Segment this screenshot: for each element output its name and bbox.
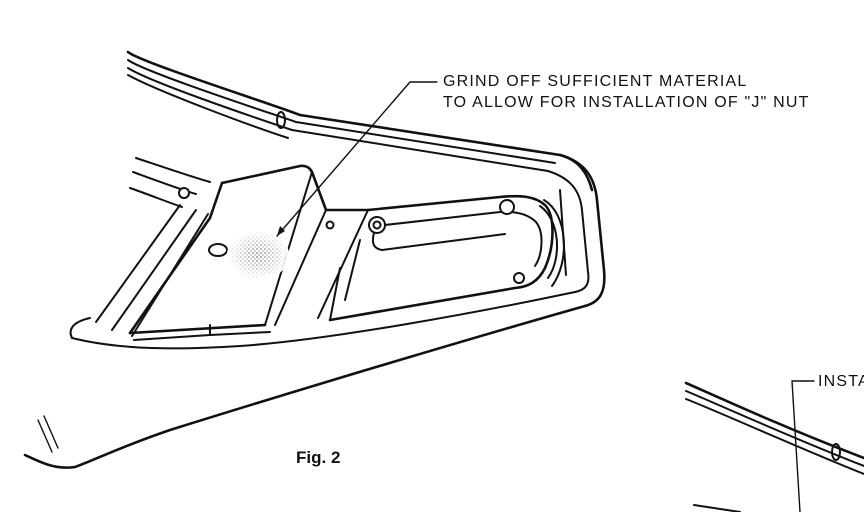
callout-line-2: TO ALLOW FOR INSTALLATION OF "J" NUT [443, 94, 810, 111]
mounting-bracket [128, 164, 370, 341]
recessed-tray [317, 194, 565, 322]
callout-line-1: INSTA [818, 373, 864, 390]
opening-left-rail [95, 157, 211, 337]
second-figure-partial [684, 380, 864, 512]
grind-instruction-callout: GRIND OFF SUFFICIENT MATERIAL TO ALLOW F… [443, 71, 810, 113]
callout-line-1: GRIND OFF SUFFICIENT MATERIAL [443, 73, 748, 90]
figure-caption: Fig. 2 [296, 448, 341, 467]
callout-leader-1 [276, 81, 438, 237]
console-shell [23, 50, 606, 469]
install-callout-truncated: INSTA [818, 371, 864, 392]
